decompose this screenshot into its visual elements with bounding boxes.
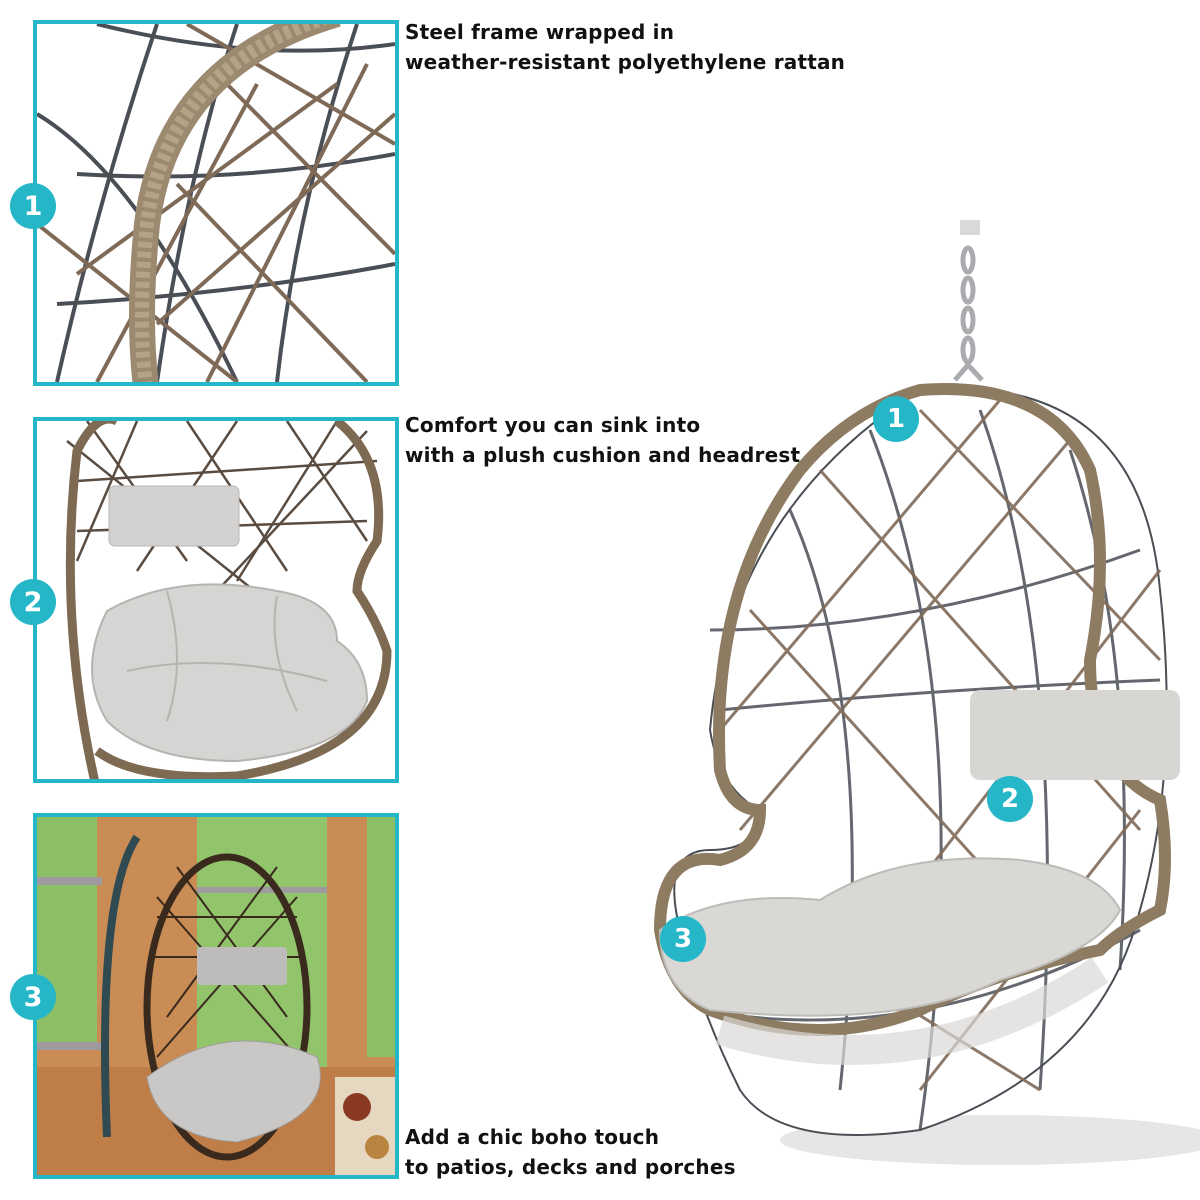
- sunroom-illustration: [37, 817, 395, 1175]
- feature-number-badge-3: 3: [10, 974, 56, 1020]
- feature-caption-2: Comfort you can sink into with a plush c…: [405, 410, 800, 470]
- cushion-illustration: [65, 421, 392, 779]
- feature-image-rattan-frame: [33, 20, 399, 386]
- feature-image-cushion: [33, 417, 399, 783]
- feature-number-badge-2: 2: [10, 579, 56, 625]
- feature-caption-1-line-2: weather-resistant polyethylene rattan: [405, 50, 846, 74]
- feature-number-badge-1: 1: [10, 183, 56, 229]
- feature-caption-3-line-2: to patios, decks and porches: [405, 1155, 736, 1179]
- feature-caption-3-line-1: Add a chic boho touch: [405, 1125, 660, 1149]
- feature-caption-1: Steel frame wrapped in weather-resistant…: [405, 17, 845, 77]
- feature-caption-1-line-1: Steel frame wrapped in: [405, 20, 675, 44]
- feature-image-sunroom: [33, 813, 399, 1179]
- hero-callout-badge-3: 3: [660, 916, 706, 962]
- feature-caption-2-line-1: Comfort you can sink into: [405, 413, 701, 437]
- hero-callout-badge-2: 2: [987, 776, 1033, 822]
- hero-callout-badge-1: 1: [873, 396, 919, 442]
- rattan-frame-illustration: [37, 24, 395, 382]
- feature-caption-2-line-2: with a plush cushion and headrest: [405, 443, 801, 467]
- hero-product-image: 1 2 3: [620, 210, 1200, 1200]
- feature-caption-3: Add a chic boho touch to patios, decks a…: [405, 1122, 736, 1182]
- hanging-egg-chair-illustration: [653, 220, 1200, 1165]
